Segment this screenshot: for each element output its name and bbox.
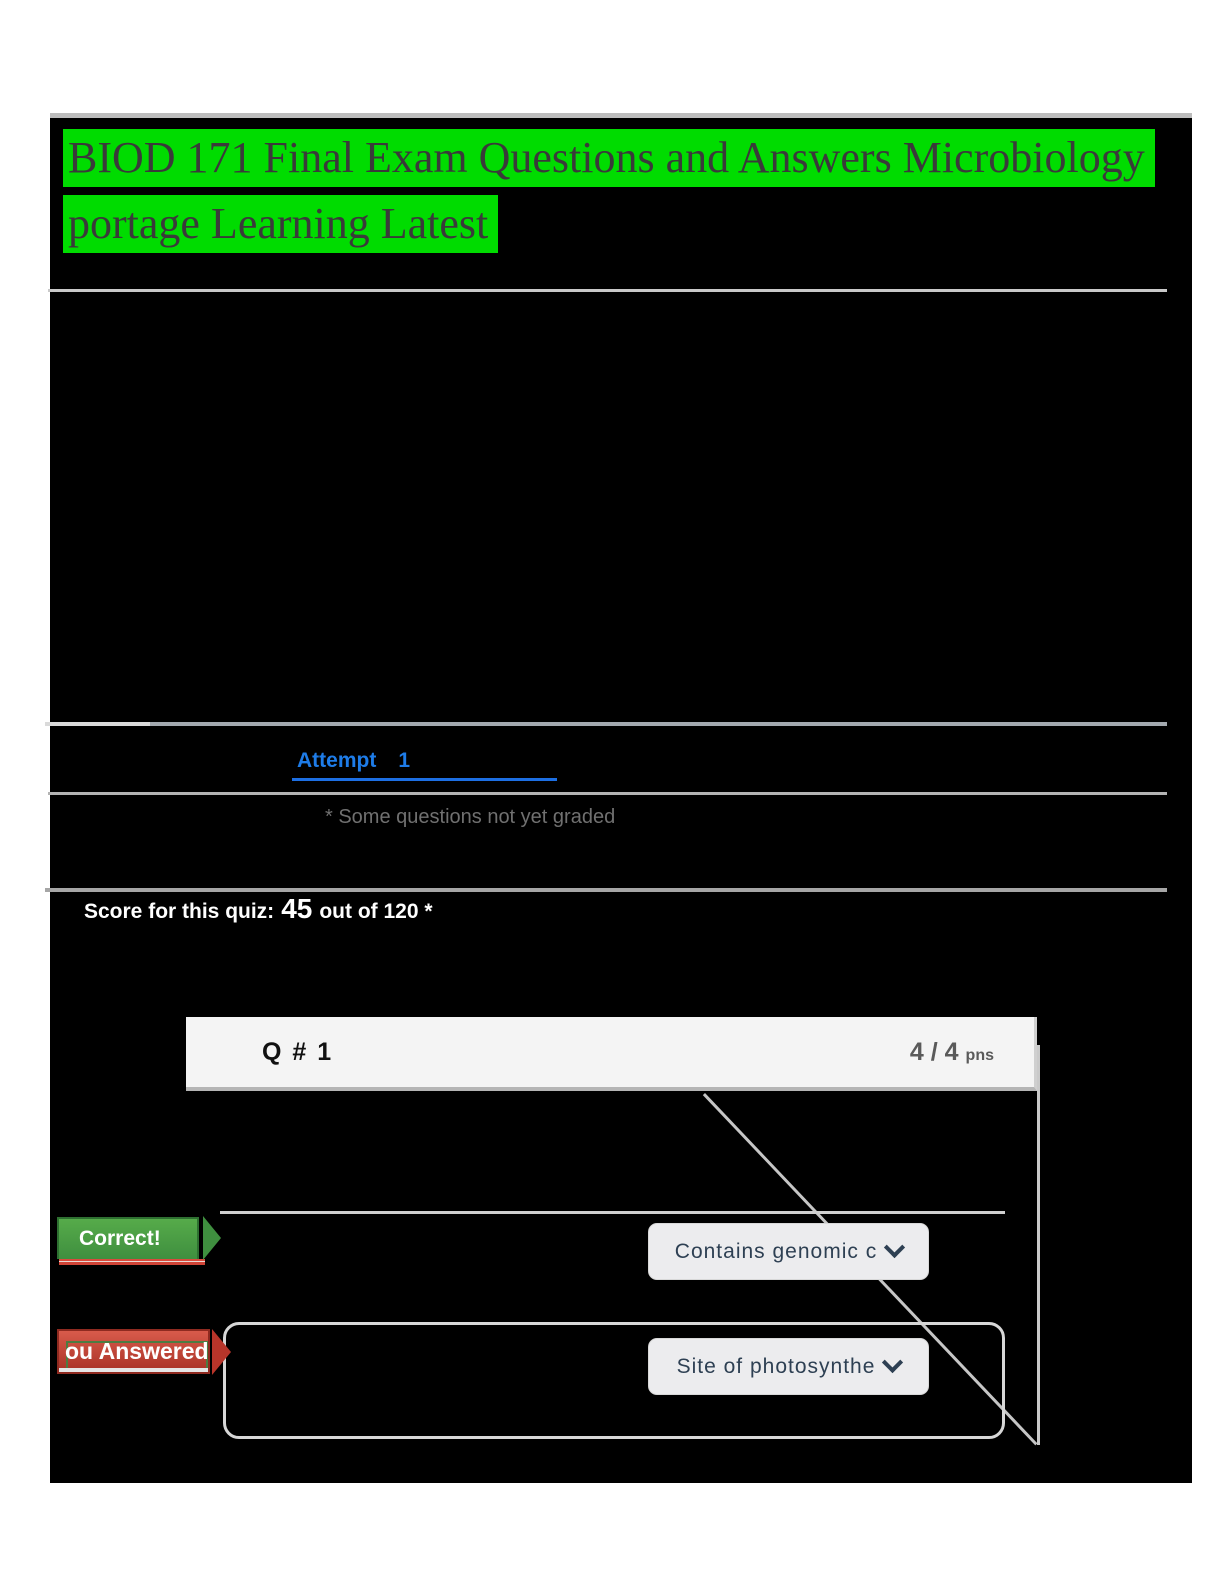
score-suffix: out of 120 * [319,900,433,923]
question-points-value: 4 / 4 [909,1037,959,1066]
attempt-link[interactable]: Attempt 1 [297,749,410,773]
document-title-line1: BIOD 171 Final Exam Questions and Answer… [63,129,1155,187]
correct-badge-arrow-icon [203,1216,221,1260]
question-points-unit: pns [965,1046,994,1064]
divider-below-attempt [48,792,1167,795]
you-answered-badge-label: ou Answered [65,1338,209,1364]
you-answered-badge-underline [59,1368,208,1372]
your-answer-value: Site of photosynthe [676,1354,876,1378]
document-content-area [50,113,1192,1483]
correct-badge-label: Correct! [79,1227,161,1250]
attempt-number: 1 [398,749,411,772]
divider-above-score [45,888,1167,892]
answered-row-outline [223,1322,1005,1439]
quiz-score: Score for this quiz: 45 out of 120 * [84,893,433,925]
correct-row-divider [220,1211,1005,1214]
chevron-down-icon [884,1236,906,1259]
attempt-link-underline [292,778,557,781]
chevron-down-icon [882,1351,904,1374]
document-title-line2: portage Learning Latest [63,195,499,253]
question-label: Q # 1 [262,1037,334,1066]
ungraded-note: * Some questions not yet graded [325,806,616,828]
score-prefix: Score for this quiz: [84,900,275,923]
correct-badge-underline [59,1259,205,1265]
you-answered-badge: ou Answered [57,1328,231,1375]
question-header: Q # 1 4 / 4 pns [186,1017,1037,1091]
you-answered-badge-arrow-icon [212,1328,231,1375]
correct-answer-value: Contains genomic c [674,1239,878,1263]
divider-above-attempt [45,722,1167,726]
your-answer-dropdown[interactable]: Site of photosynthe [648,1338,929,1395]
correct-answer-dropdown[interactable]: Contains genomic c [648,1223,929,1280]
vertical-guide-line [1037,1045,1040,1445]
divider-top [48,289,1167,292]
attempt-label: Attempt [297,749,377,772]
question-points: 4 / 4 pns [910,1038,994,1067]
score-value: 45 [281,893,313,924]
correct-badge: Correct! [57,1216,221,1265]
